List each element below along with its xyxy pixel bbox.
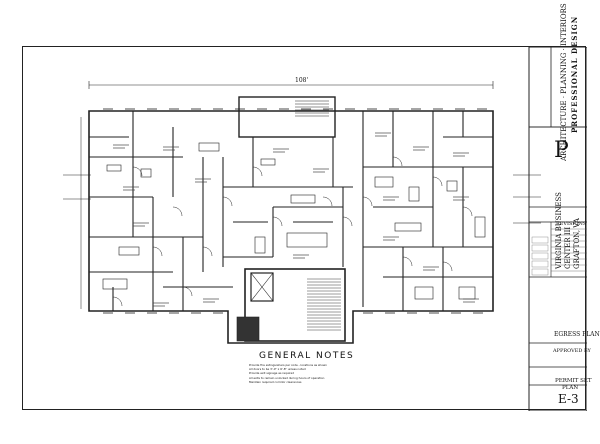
furniture	[102, 278, 128, 290]
furniture	[106, 164, 122, 172]
permit-label: PERMIT SET	[555, 378, 592, 384]
door-swing	[132, 166, 143, 177]
general-notes-list: Provide fire extinguishers per code - lo…	[249, 363, 327, 384]
door-swing	[252, 166, 263, 177]
elevator-shaft	[250, 272, 274, 302]
door-swing	[442, 261, 453, 272]
mech-room	[236, 316, 260, 342]
furniture	[118, 246, 140, 256]
furniture	[254, 236, 266, 254]
general-note-line: Provide exit signage as required	[249, 371, 295, 376]
furniture	[414, 286, 434, 300]
firm-logo: P	[554, 138, 569, 163]
furniture	[286, 232, 328, 248]
project-line-1: VIRGINIA BUSINESS	[555, 192, 563, 269]
door-swing	[362, 196, 373, 207]
door-swing	[272, 216, 283, 227]
door-swing	[152, 246, 163, 257]
revision-cell	[531, 236, 549, 244]
furniture	[474, 216, 486, 238]
general-note-line: Maintain required corridor clearances	[249, 379, 302, 384]
firm-name-text: PROFESSIONAL DESIGN	[570, 15, 579, 133]
door-swing	[202, 246, 213, 257]
general-notes-title: GENERAL NOTES	[259, 351, 355, 361]
door-swing	[182, 286, 193, 297]
door-swing	[322, 196, 333, 207]
general-note-line: All exits to remain unlocked during hour…	[249, 375, 325, 380]
door-swing	[402, 256, 413, 267]
revision-cell	[531, 244, 549, 252]
furniture	[198, 142, 220, 152]
door-swing	[112, 296, 123, 307]
general-note-line: All doors to be 3'-0" x 6'-8" unless not…	[249, 367, 306, 372]
drawing-sheet: P ARCHITECTURE · PLANNING · INTERIORS PR…	[22, 3, 600, 411]
overall-dimension: 108'	[295, 77, 309, 84]
permit-sub: PLAN	[562, 385, 579, 391]
door-swing	[222, 196, 233, 207]
furniture	[446, 180, 458, 192]
revision-cell	[531, 268, 549, 276]
title-block-frame	[528, 47, 587, 411]
furniture	[140, 168, 152, 178]
furniture	[394, 222, 422, 232]
floor-plan-drawing: P	[63, 47, 587, 411]
furniture	[458, 286, 476, 300]
revision-cell	[531, 260, 549, 268]
furniture	[260, 158, 276, 166]
stair-core-top	[238, 96, 336, 138]
sheet-number: E-3	[558, 392, 579, 406]
firm-sub-text: ARCHITECTURE · PLANNING · INTERIORS	[560, 3, 568, 161]
elevator-x	[250, 272, 274, 302]
furniture	[290, 194, 316, 204]
furniture	[374, 176, 394, 188]
revision-cell	[531, 252, 549, 260]
general-note-line: Provide fire extinguishers per code - lo…	[249, 363, 328, 367]
stair-core-bottom	[244, 268, 346, 342]
approved-label: APPROVED BY	[553, 348, 591, 354]
project-line-2: CENTER III	[564, 226, 572, 269]
sheet-title: EGRESS PLAN	[554, 331, 600, 338]
door-swing	[172, 206, 183, 217]
revisions-label: REVISIONS	[556, 221, 587, 227]
building-outline	[88, 110, 494, 344]
door-swing	[392, 156, 403, 167]
furniture	[408, 186, 420, 202]
door-swing	[432, 176, 443, 187]
door-swing	[462, 206, 473, 217]
door-swing	[342, 216, 353, 227]
